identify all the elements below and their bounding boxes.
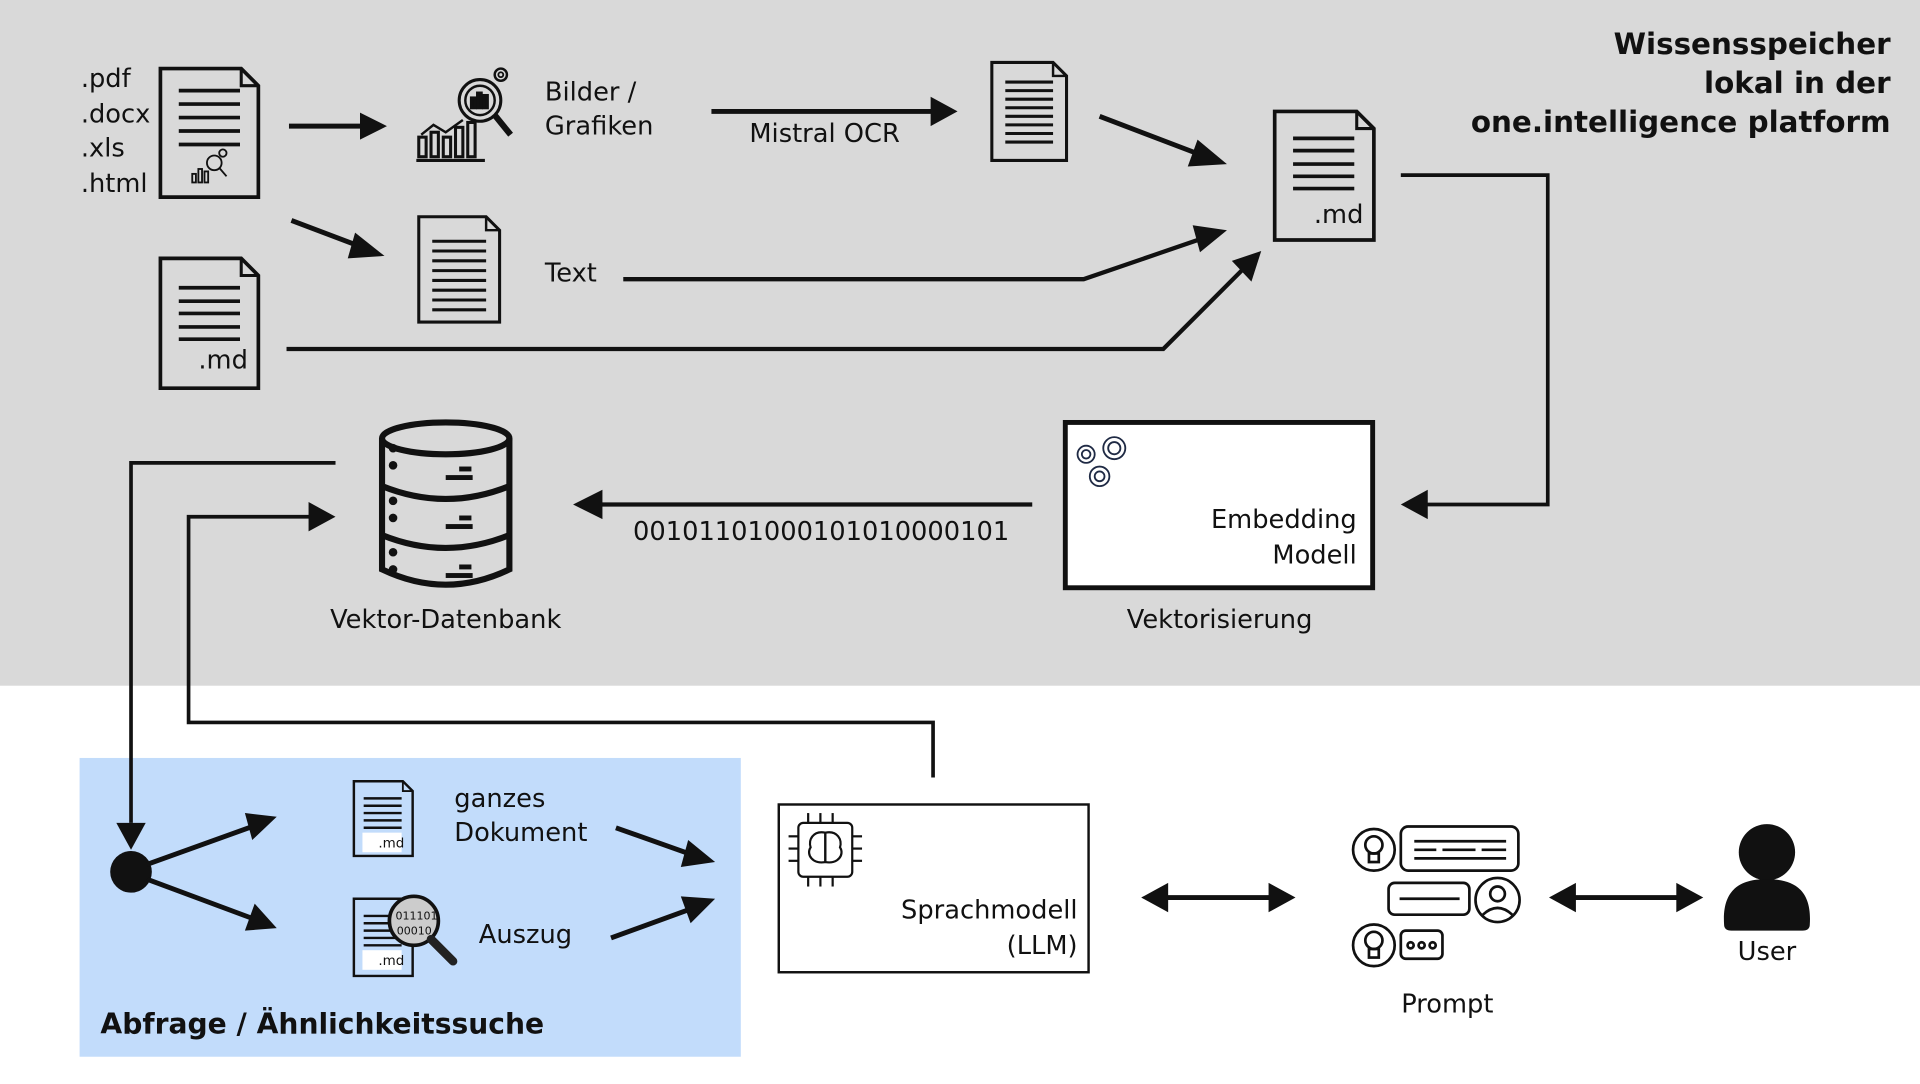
arrow-ocr-to-md [1098, 114, 1227, 167]
database-icon [378, 419, 513, 588]
arrow-to-text [290, 218, 385, 259]
format-xls: .xls [81, 134, 125, 164]
arrow-prompt-user [1548, 882, 1704, 913]
arrow-whole-doc-to-llm [615, 825, 716, 867]
ocr-arrow [711, 96, 958, 127]
gears-icon [1076, 436, 1127, 488]
chat-prompt-icon [1351, 825, 1521, 968]
mini-chart-icon [191, 148, 228, 184]
user-label: User [1738, 937, 1797, 967]
embedding-caption: Vektorisierung [1127, 605, 1313, 635]
arrow-md-to-embedding [1400, 173, 1550, 520]
llm-label-line-2: (LLM) [1007, 931, 1078, 961]
prompt-label: Prompt [1401, 990, 1493, 1020]
arrow-llm-prompt [1141, 882, 1296, 913]
images-label-line-2: Grafiken [545, 112, 654, 142]
whole-doc-label-line-1: ganzes [454, 784, 545, 814]
source-document-icon [158, 66, 261, 199]
arrow-excerpt-to-llm [610, 896, 716, 941]
embedding-label-line-1: Embedding [1211, 505, 1357, 535]
binary-vector-text: 00101101000101010000101 [633, 517, 1009, 547]
embedding-label-line-2: Modell [1272, 540, 1356, 570]
chart-magnifier-icon [416, 67, 513, 162]
arrow-llm-to-db [186, 502, 935, 778]
arrow-text-to-md [623, 225, 1227, 282]
merged-md-document-icon [1272, 109, 1376, 242]
input-formats: .pdf .docx .xls .html [81, 64, 151, 199]
ai-brain-chip-icon [788, 813, 863, 887]
arrow-to-images [288, 112, 387, 140]
excerpt-md-label: .md [378, 954, 404, 969]
arrow-db-to-query [116, 461, 336, 850]
md-source-label: .md [198, 346, 248, 376]
vector-db-label: Vektor-Datenbank [330, 605, 561, 635]
whole-doc-label-line-2: Dokument [454, 818, 587, 848]
magnifier-icon [387, 894, 458, 966]
arrow-mdsource-to-md [286, 251, 1262, 352]
format-docx: .docx [81, 99, 151, 129]
ocr-document-icon [990, 60, 1069, 162]
images-label-line-1: Bilder / [545, 77, 637, 107]
user-icon [1723, 824, 1810, 931]
arrow-embedding-to-db [573, 489, 1033, 520]
query-junction-dot [110, 851, 152, 893]
arrow-to-excerpt [146, 876, 277, 931]
query-title: Abfrage / Ähnlichkeitssuche [100, 1006, 544, 1040]
storage-region [0, 0, 1920, 686]
embedding-model-box [1062, 420, 1376, 591]
ocr-label: Mistral OCR [749, 119, 900, 149]
arrow-to-whole-doc [146, 813, 277, 867]
excerpt-label: Auszug [479, 920, 572, 950]
text-label: Text [544, 259, 597, 289]
whole-doc-md-label: .md [378, 836, 404, 851]
excerpt-binary-line-2: 00010 [397, 924, 432, 937]
storage-title-line-3: one.intelligence platform [1471, 105, 1891, 139]
md-source-document-icon [158, 256, 261, 390]
llm-label-line-1: Sprachmodell [901, 895, 1078, 925]
storage-title: Wissensspeicher lokal in der one.intelli… [1471, 27, 1891, 139]
whole-document-icon [352, 780, 414, 858]
format-html: .html [81, 169, 148, 199]
excerpt-binary-line-1: 011101 [396, 910, 438, 923]
text-document-icon [417, 215, 502, 324]
merged-md-label: .md [1314, 200, 1364, 230]
format-pdf: .pdf [81, 64, 132, 94]
storage-title-line-2: lokal in der [1704, 66, 1891, 100]
storage-title-line-1: Wissensspeicher [1614, 27, 1892, 61]
